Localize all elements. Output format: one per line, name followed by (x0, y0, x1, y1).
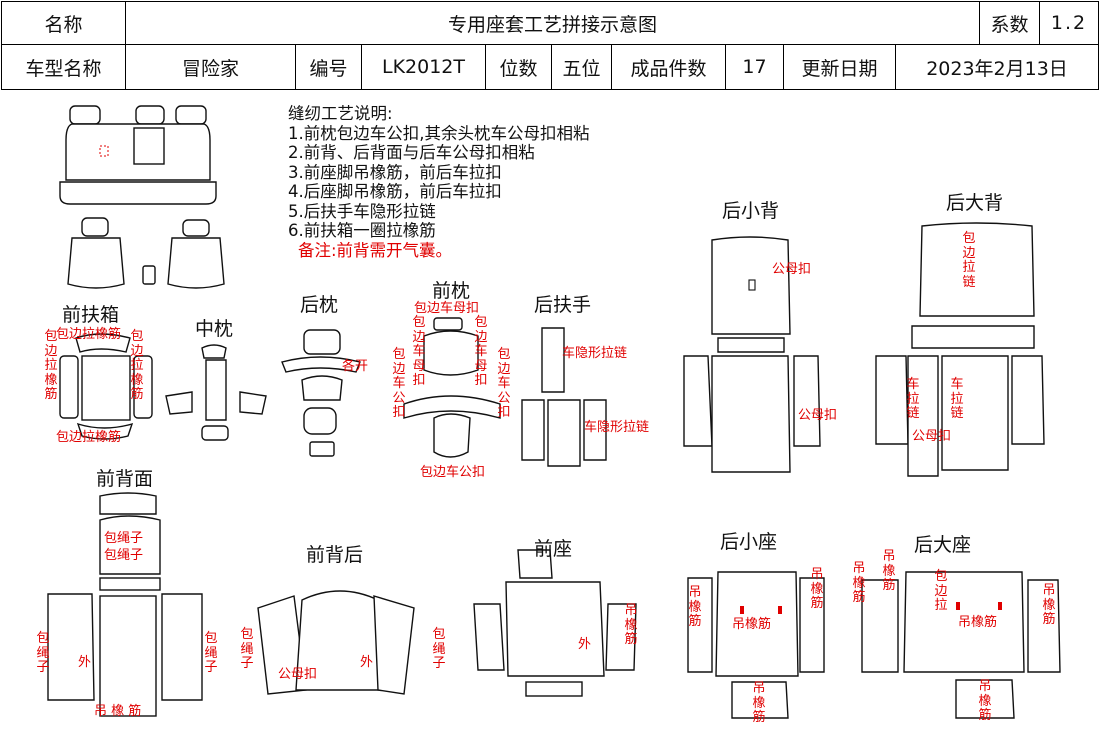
note-item: 1.前枕包边车公扣,其余头枕车公母扣相粘 (288, 123, 590, 143)
annotation-edge-binding-vertical: 包边拉链 (962, 231, 976, 290)
sewing-notes: 缝纫工艺说明: 1.前枕包边车公扣,其余头枕车公母扣相粘 2.前背、后背面与后车… (288, 104, 590, 260)
part-title-rear-headrest: 后枕 (300, 294, 339, 316)
part-title-front-armrest-box: 前扶箱 (62, 304, 120, 326)
pieces-value: 17 (726, 45, 784, 89)
annotation-rope-binding-vertical: 包绳子 (432, 627, 446, 671)
header-row-2: 车型名称 冒险家 编号 LK2012T 位数 五位 成品件数 17 更新日期 2… (1, 44, 1099, 90)
part-title-front-seat: 前座 (534, 538, 573, 560)
middle-headrest-pieces (165, 344, 267, 441)
annotation-snap-pair: 公母扣 (772, 262, 812, 277)
annotation-hidden-zipper: 车隐形拉链 (562, 346, 628, 361)
pieces-label: 成品件数 (612, 45, 726, 89)
annotation-elastic-hanging: 吊橡筋 (958, 615, 998, 630)
part-title-rear-small-back: 后小背 (722, 200, 780, 222)
annotation-edge-binding-snap-vertical: 包边车母扣 (474, 315, 488, 388)
annotation-snap-pair: 公母扣 (798, 408, 838, 423)
part-title-rear-armrest: 后扶手 (534, 294, 592, 316)
note-item: 2.前背、后背面与后车公母扣相粘 (288, 143, 535, 162)
date-label: 更新日期 (784, 45, 896, 89)
annotation-edge-elastic: 包边拉橡筋 (56, 430, 122, 445)
annotation-edge-elastic-vertical: 包边拉橡筋 (44, 329, 58, 402)
annotation-rope-binding-vertical: 包绳子 (36, 631, 50, 675)
annotation-edge-binding-snap: 包边车母扣 (414, 301, 480, 316)
rear-large-back-pieces (875, 222, 1045, 477)
notes-heading: 缝纫工艺说明: (288, 104, 393, 123)
annotation-edge-male-snap-vertical: 包边车公扣 (392, 347, 406, 420)
annotation-elastic-hanging-vertical: 吊橡筋 (624, 603, 638, 647)
annotation-outer: 外 (578, 637, 592, 652)
annotation-open-slit: 各开 (342, 359, 369, 374)
annotation-elastic-hanging-vertical: 吊橡筋 (688, 585, 702, 629)
front-back-face-pieces (47, 492, 203, 717)
rear-bench-illustration (59, 105, 217, 205)
code-label: 编号 (296, 45, 362, 89)
annotation-elastic-hanging-vertical: 吊橡筋 (1042, 583, 1056, 627)
code-value: LK2012T (362, 45, 486, 89)
annotation-zipper-sewing-vertical: 车拉链 (906, 377, 920, 421)
note-item: 6.前扶箱一圈拉橡筋 (288, 221, 436, 240)
annotation-elastic-hanging-vertical: 吊橡筋 (810, 567, 824, 611)
annotation-elastic-hanging-vertical: 吊橡筋 (978, 679, 992, 723)
page-title: 专用座套工艺拼接示意图 (126, 2, 980, 44)
front-seat-pieces (473, 549, 637, 697)
annotation-rope-binding: 包绳子 (104, 548, 144, 563)
part-title-front-headrest: 前枕 (432, 280, 471, 302)
annotation-elastic-hanging: 吊橡筋 (732, 617, 772, 632)
rear-armrest-pieces (521, 327, 607, 467)
series-label: 系数 (980, 2, 1040, 44)
model-value: 冒险家 (126, 45, 296, 89)
annotation-pull-edge-vertical: 包边拉 (934, 569, 948, 613)
annotation-snap-pair: 公母扣 (912, 429, 952, 444)
front-armrest-box-pieces (59, 333, 153, 440)
annotation-edge-male-snap-vertical: 包边车公扣 (497, 347, 511, 420)
note-item: 3.前座脚吊橡筋，前后车拉扣 (288, 162, 502, 182)
rear-large-seat-pieces (861, 571, 1061, 719)
notes-remark: 备注:前背需开气囊。 (298, 240, 453, 260)
front-back-rear-pieces (257, 590, 415, 695)
annotation-rope-binding: 包绳子 (104, 531, 144, 546)
annotation-snap-pair: 公母扣 (278, 667, 318, 682)
part-title-front-back-rear: 前背后 (306, 544, 364, 566)
name-label: 名称 (2, 2, 126, 44)
rear-headrest-pieces (281, 329, 361, 457)
part-title-front-back-face: 前背面 (96, 468, 154, 490)
rear-small-seat-pieces (687, 571, 825, 719)
annotation-outer: 外 (360, 655, 374, 670)
rear-small-back-pieces (683, 236, 821, 473)
annotation-edge-elastic-vertical: 包边拉橡筋 (130, 329, 144, 402)
series-value: 1.2 (1050, 12, 1088, 34)
date-value: 2023年2月13日 (926, 57, 1068, 80)
annotation-elastic-hanging-vertical: 吊橡筋 (852, 561, 866, 605)
annotation-edge-binding-snap-vertical: 包边车母扣 (412, 315, 426, 388)
part-title-middle-headrest: 中枕 (195, 318, 234, 340)
seats-value: 五位 (552, 45, 612, 89)
front-seats-illustration (67, 217, 225, 289)
annotation-zipper-sewing-vertical: 车拉链 (950, 377, 964, 421)
annotation-rope-binding-vertical: 包绳子 (240, 627, 254, 671)
annotation-elastic-hanging: 吊 橡 筋 (94, 704, 142, 719)
note-item: 4.后座脚吊橡筋，前后车拉扣 (288, 182, 502, 201)
annotation-rope-binding-vertical: 包绳子 (204, 631, 218, 675)
model-label: 车型名称 (2, 45, 126, 89)
front-headrest-pieces (403, 317, 501, 458)
annotation-edge-male-snap: 包边车公扣 (420, 465, 486, 480)
annotation-edge-elastic: 包边拉橡筋 (56, 327, 122, 342)
part-title-rear-large-seat: 后大座 (914, 534, 972, 556)
annotation-outer: 外 (78, 655, 92, 670)
annotation-elastic-hanging-vertical: 吊橡筋 (882, 549, 896, 593)
part-title-rear-large-back: 后大背 (946, 192, 1004, 214)
note-item: 5.后扶手车隐形拉链 (288, 201, 436, 221)
seats-label: 位数 (486, 45, 552, 89)
part-title-rear-small-seat: 后小座 (720, 531, 778, 553)
annotation-hidden-zipper: 车隐形拉链 (584, 420, 650, 435)
annotation-elastic-hanging-vertical: 吊橡筋 (752, 681, 766, 725)
